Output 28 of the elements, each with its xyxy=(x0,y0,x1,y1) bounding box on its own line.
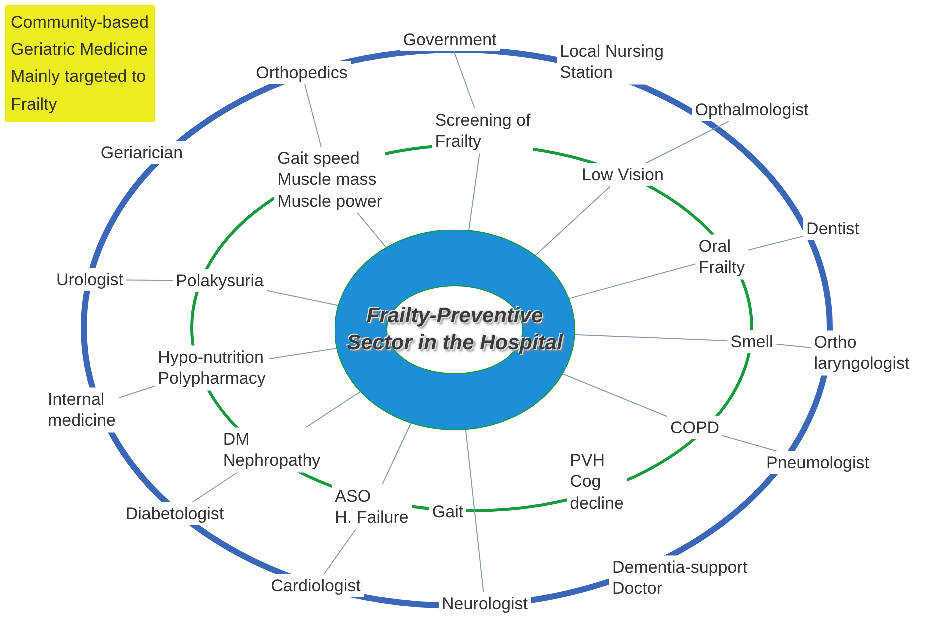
node-label: Polakysuria xyxy=(173,269,267,293)
connector-line xyxy=(776,344,812,348)
node-label: ASO H. Failure xyxy=(332,484,412,530)
connector-line xyxy=(722,435,778,452)
connector-line xyxy=(305,391,362,428)
connector-line xyxy=(465,429,484,593)
connector-line xyxy=(266,290,340,306)
connector-line xyxy=(356,212,388,248)
connector-line xyxy=(192,472,239,503)
node-label: Smell xyxy=(728,330,776,354)
connector-line xyxy=(382,422,412,486)
connector-line xyxy=(568,264,696,300)
connector-line xyxy=(268,348,338,360)
connector-line xyxy=(646,121,730,164)
node-label: Hypo-nutrition Polypharmacy xyxy=(155,346,269,390)
connector-line xyxy=(118,386,156,399)
connector-line xyxy=(468,152,480,232)
connector-line xyxy=(534,186,611,256)
connector-line xyxy=(454,51,476,110)
connector-line xyxy=(574,334,728,342)
connector-line xyxy=(304,84,322,148)
connector-line xyxy=(562,374,668,418)
note-box: Community-based Geriatric Medicine Mainly targeted to Frailty xyxy=(5,5,155,122)
connector-line xyxy=(748,236,804,251)
node-label: Dentist xyxy=(804,217,862,241)
connector-line xyxy=(324,528,357,575)
connector-line xyxy=(126,280,174,282)
node-label: Gait speed Muscle mass Muscle power xyxy=(274,147,386,213)
